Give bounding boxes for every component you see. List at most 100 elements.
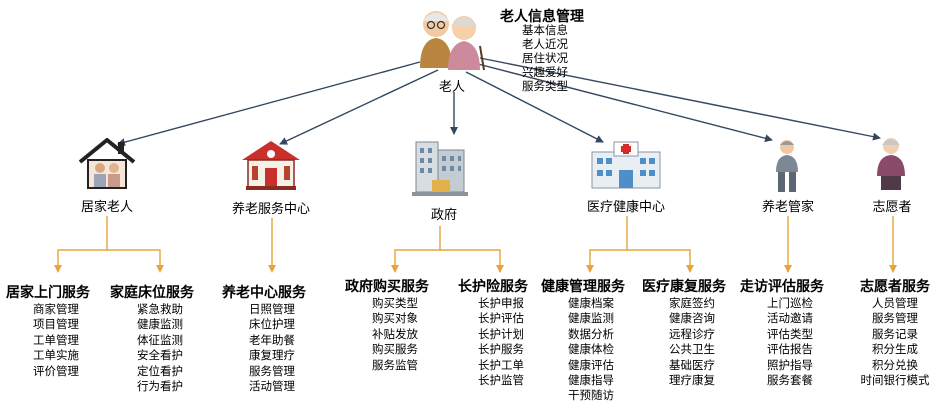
arrow-to-hospital: [465, 71, 604, 143]
hospital-icon: [591, 141, 661, 189]
list-item: 项目管理: [33, 317, 79, 332]
care-manager-icon: [776, 140, 798, 192]
list-item: 远程诊疗: [669, 326, 715, 341]
list-item: 评估类型: [767, 326, 813, 341]
service-nursing-center: 养老中心服务 日照管理 床位护理 老年助餐 康复理疗 服务管理 活动管理: [222, 282, 322, 394]
service-title: 长护险服务: [458, 279, 528, 295]
list-item: 服务监管: [372, 357, 418, 372]
list-item: 评估报告: [767, 342, 813, 357]
list-item: 长护工单: [478, 357, 524, 372]
service-items: 健康档案 健康监测 数据分析 健康体检 健康评估 健康指导 干预随访: [541, 296, 641, 404]
list-item: 理疗康复: [669, 373, 715, 388]
service-items: 上门巡检 活动邀请 评估类型 评估报告 照护指导 服务套餐: [740, 296, 840, 388]
list-item: 数据分析: [568, 326, 614, 341]
list-item: 积分兑换: [872, 357, 918, 372]
arrow-to-home-elderly: [117, 61, 421, 147]
list-item: 服务套餐: [767, 373, 813, 388]
node-label-hospital: 医疗健康中心: [586, 200, 665, 215]
list-item: 补贴发放: [372, 326, 418, 341]
info-item: 基本信息: [522, 23, 568, 37]
node-label-government: 政府: [430, 208, 457, 223]
list-item: 干预随访: [568, 388, 614, 403]
list-item: 照护指导: [767, 357, 813, 372]
list-item: 长护计划: [478, 326, 524, 341]
branch-hospital-right: [627, 249, 694, 273]
list-item: 工单实施: [33, 348, 79, 363]
root-info-list: 基本信息 老人近况 居住状况 兴趣爱好 服务类型: [522, 23, 568, 93]
list-item: 体征监测: [137, 332, 183, 347]
root-label: 老人: [438, 80, 465, 95]
elderly-couple-icon: [420, 11, 485, 71]
service-title: 健康管理服务: [541, 279, 625, 295]
service-home-bed: 家庭床位服务 紧急救助 健康监测 体征监测 安全看护 定位看护 行为看护: [110, 282, 210, 394]
list-item: 长护评估: [478, 311, 524, 326]
list-item: 时间银行模式: [860, 373, 930, 388]
info-item: 兴趣爱好: [522, 65, 568, 79]
info-item: 居住状况: [522, 51, 568, 65]
list-item: 康复理疗: [249, 348, 295, 363]
list-item: 活动管理: [249, 379, 295, 394]
list-item: 床位护理: [249, 317, 295, 332]
info-item: 服务类型: [522, 79, 568, 93]
service-items: 家庭签约 健康咨询 远程诊疗 公共卫生 基础医疗 理疗康复: [642, 296, 742, 388]
list-item: 健康体检: [568, 342, 614, 357]
list-item: 老年助餐: [249, 332, 295, 347]
service-title: 医疗康复服务: [642, 279, 726, 295]
service-title: 走访评估服务: [740, 279, 824, 295]
list-item: 日照管理: [249, 302, 295, 316]
branch-hospital: [586, 216, 628, 273]
info-item: 老人近况: [522, 37, 568, 51]
root-title: 老人信息管理: [500, 9, 584, 25]
list-item: 服务管理: [249, 363, 295, 378]
service-medical-rehab: 医疗康复服务 家庭签约 健康咨询 远程诊疗 公共卫生 基础医疗 理疗康复: [642, 276, 742, 388]
branch-home-elderly: [54, 216, 108, 273]
list-item: 活动邀请: [767, 311, 813, 326]
node-label-nursing-center: 养老服务中心: [231, 202, 310, 217]
list-item: 积分生成: [872, 342, 918, 357]
service-health-management: 健康管理服务 健康档案 健康监测 数据分析 健康体检 健康评估 健康指导 干预随…: [541, 276, 641, 404]
service-title: 养老中心服务: [222, 285, 306, 301]
list-item: 工单管理: [33, 332, 79, 347]
volunteer-icon: [877, 138, 905, 190]
list-item: 商家管理: [33, 302, 79, 316]
list-item: 健康指导: [568, 373, 614, 388]
service-items: 紧急救助 健康监测 体征监测 安全看护 定位看护 行为看护: [110, 302, 210, 394]
service-items: 日照管理 床位护理 老年助餐 康复理疗 服务管理 活动管理: [222, 302, 322, 394]
branch-government: [391, 226, 441, 273]
list-item: 人员管理: [872, 296, 918, 310]
list-item: 购买对象: [372, 311, 418, 326]
list-item: 购买类型: [372, 296, 418, 310]
branch-government-right: [440, 249, 504, 273]
list-item: 健康监测: [137, 317, 183, 332]
service-items: 长护申报 长护评估 长护计划 长护服务 长护工单 长护监管: [458, 296, 544, 388]
list-item: 长护服务: [478, 342, 524, 357]
service-items: 购买类型 购买对象 补贴发放 购买服务 服务监管: [345, 296, 445, 373]
list-item: 健康监测: [568, 311, 614, 326]
home-elderly-icon: [78, 138, 136, 189]
service-title: 政府购买服务: [345, 279, 429, 295]
list-item: 定位看护: [137, 363, 183, 378]
list-item: 上门巡检: [767, 296, 813, 310]
list-item: 健康评估: [568, 357, 614, 372]
list-item: 购买服务: [372, 342, 418, 357]
list-item: 公共卫生: [669, 342, 715, 357]
list-item: 行为看护: [137, 379, 183, 394]
node-label-volunteer: 志愿者: [872, 200, 912, 215]
list-item: 服务管理: [872, 311, 918, 326]
service-home-visit: 居家上门服务 商家管理 项目管理 工单管理 工单实施 评价管理: [6, 282, 106, 379]
service-government-purchase: 政府购买服务 购买类型 购买对象 补贴发放 购买服务 服务监管: [345, 276, 445, 373]
service-items: 商家管理 项目管理 工单管理 工单实施 评价管理: [6, 302, 106, 379]
list-item: 家庭签约: [669, 296, 715, 310]
service-title: 志愿者服务: [860, 279, 930, 295]
node-label-care-manager: 养老管家: [761, 200, 814, 215]
service-title: 家庭床位服务: [110, 285, 194, 301]
list-item: 健康咨询: [669, 311, 715, 326]
service-volunteer: 志愿者服务 人员管理 服务管理 服务记录 积分生成 积分兑换 时间银行模式: [848, 276, 942, 388]
list-item: 安全看护: [137, 348, 183, 363]
arrow-to-volunteer: [479, 57, 881, 141]
branch-home-elderly-right: [107, 249, 164, 273]
service-title: 居家上门服务: [6, 285, 90, 301]
service-long-term-care: 长护险服务 长护申报 长护评估 长护计划 长护服务 长护工单 长护监管: [458, 276, 544, 388]
arrow-to-nursing-center: [279, 69, 439, 145]
